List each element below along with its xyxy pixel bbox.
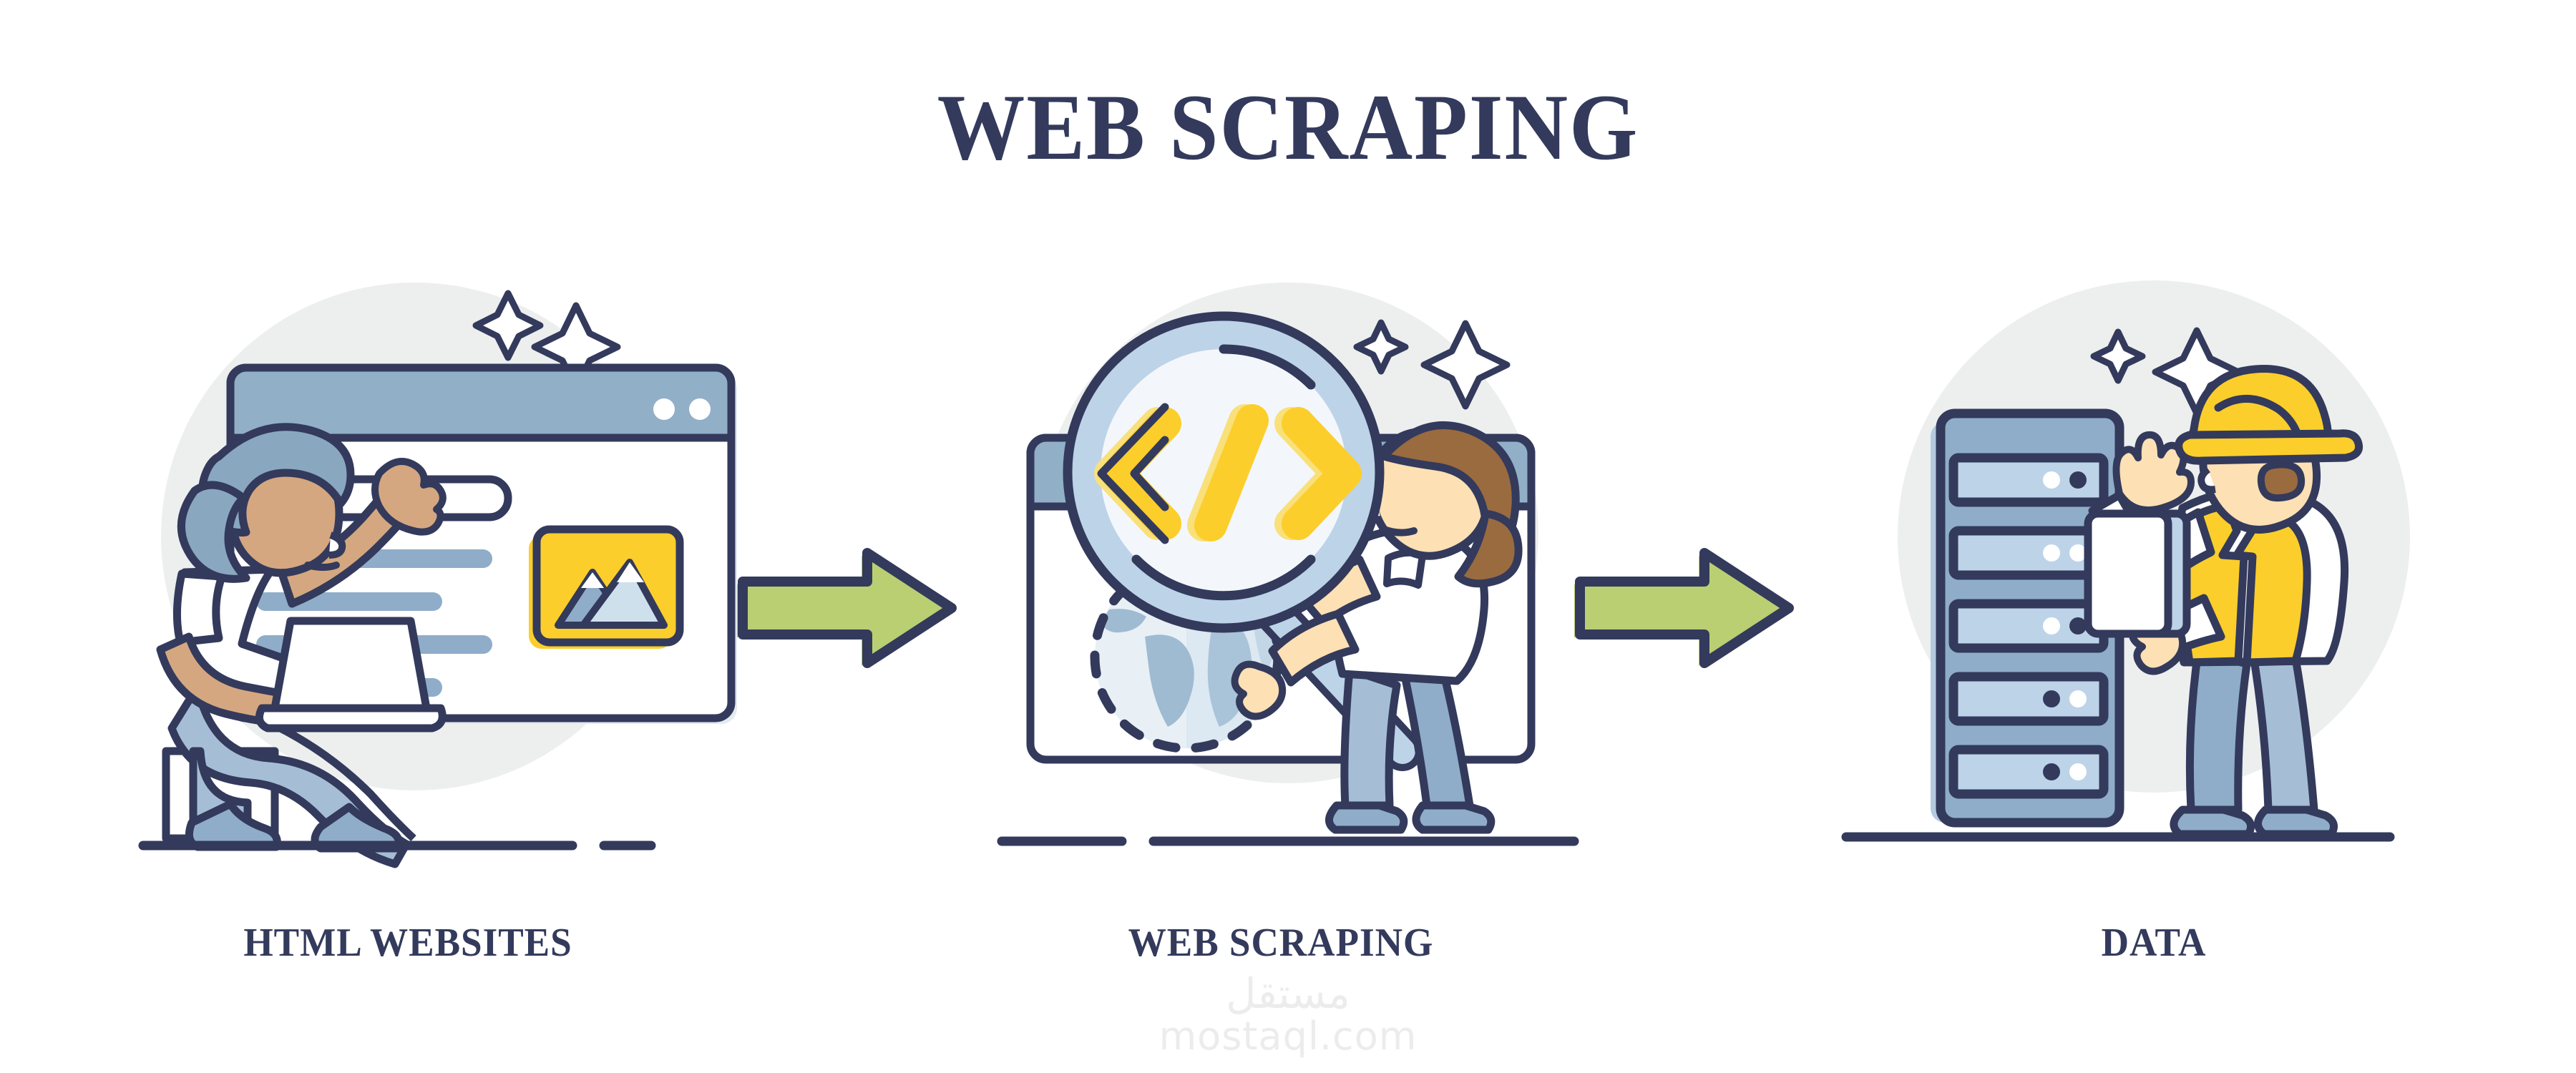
code-icon [1094,403,1362,544]
browser-dot-1[interactable] [653,398,675,420]
person-with-magnifier [1231,421,1523,834]
person-with-laptop [156,423,447,868]
clipboard-icon[interactable] [2084,509,2191,638]
image-placeholder[interactable] [529,525,684,649]
server-bay-4[interactable] [1948,672,2109,726]
flow-arrow-1 [737,540,966,676]
worker-with-clipboard [2084,365,2363,838]
server-rack[interactable] [1931,408,2124,828]
server-bay-3[interactable] [1948,599,2109,653]
magnifier-lens[interactable] [1063,311,1385,633]
watermark-latin: mostaql.com [1158,1014,1418,1059]
sparkle-small [2090,328,2146,384]
browser-dot-2[interactable] [689,398,711,420]
server-bay-2[interactable] [1948,526,2109,580]
step-caption-data: DATA [2101,921,2207,965]
sparkle-large [1420,320,1511,410]
mountain-icon [555,559,668,629]
page-title: WEB SCRAPING [937,74,1639,180]
sparkle-small [1353,319,1409,375]
browser-titlebar [226,363,736,442]
step-caption-html-websites: HTML WEBSITES [243,921,572,965]
html-websites-scene [129,250,737,930]
hard-hat-icon [2175,365,2363,465]
watermark-arabic: مستقل [1226,969,1350,1018]
step-caption-web-scraping: WEB SCRAPING [1128,921,1434,965]
data-scene [1841,250,2476,930]
watermark: مستقل mostaql.com [0,973,2576,1059]
server-bay-5[interactable] [1948,745,2109,799]
sparkle-small [472,290,544,361]
flow-arrow-2 [1574,540,1803,676]
web-scraping-scene [997,250,1603,930]
server-bay-1[interactable] [1948,453,2109,507]
